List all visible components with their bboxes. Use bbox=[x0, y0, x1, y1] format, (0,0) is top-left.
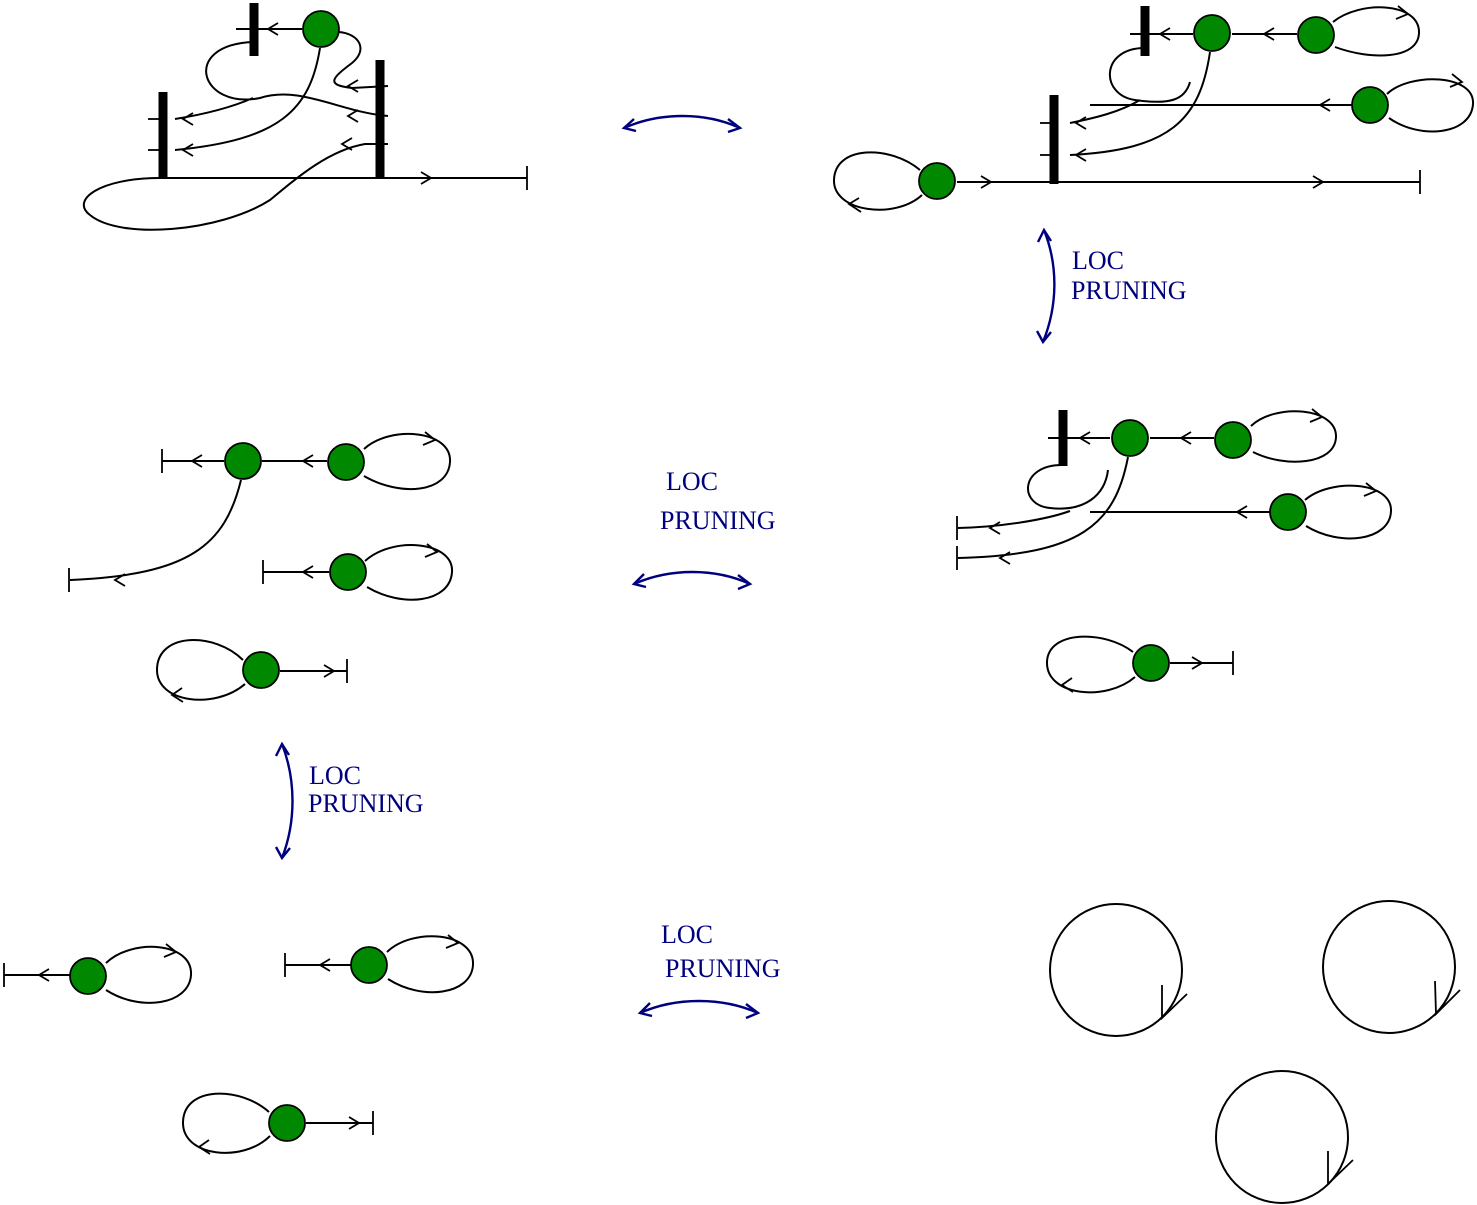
relation-arrow-4: LOC PRUNING bbox=[274, 741, 424, 861]
vertex-node bbox=[1269, 493, 1307, 531]
panel-1 bbox=[83, 3, 528, 231]
panel-5 bbox=[3, 934, 475, 1155]
panel-2 bbox=[832, 5, 1475, 213]
vertex-node bbox=[350, 946, 388, 984]
vertex-node bbox=[268, 1104, 306, 1142]
panel-4 bbox=[68, 431, 454, 703]
relation-label-line2: PRUNING bbox=[1071, 276, 1187, 305]
loop-circle bbox=[1049, 903, 1183, 1037]
vertex-node bbox=[69, 957, 107, 995]
relation-label-line2: PRUNING bbox=[665, 954, 781, 983]
vertex-node bbox=[302, 10, 340, 48]
vertex-node bbox=[918, 162, 956, 200]
vertex-node bbox=[1351, 86, 1389, 124]
loop-circle bbox=[1215, 1070, 1349, 1204]
vertex-node bbox=[1214, 421, 1252, 459]
vertex-node bbox=[224, 442, 262, 480]
relation-arrow-5: LOC PRUNING bbox=[637, 920, 781, 1020]
vertex-node bbox=[329, 553, 367, 591]
relation-label-line2: PRUNING bbox=[308, 789, 424, 818]
relation-label-line1: LOC bbox=[666, 467, 718, 496]
relation-label-line1: LOC bbox=[1072, 246, 1124, 275]
relation-arrow-2: LOC PRUNING bbox=[1035, 227, 1187, 345]
relation-label-line1: LOC bbox=[661, 920, 713, 949]
panel-6 bbox=[1049, 900, 1461, 1204]
relation-arrow-3: LOC PRUNING bbox=[631, 467, 776, 591]
panel-3 bbox=[956, 408, 1393, 694]
vertex-node bbox=[327, 443, 365, 481]
relation-label-line1: LOC bbox=[309, 761, 361, 790]
vertex-node bbox=[1111, 419, 1149, 457]
vertex-node bbox=[1132, 644, 1170, 682]
relation-arrow-1 bbox=[621, 114, 743, 134]
loop-circle bbox=[1322, 900, 1456, 1034]
vertex-node bbox=[242, 651, 280, 689]
vertex-node bbox=[1297, 16, 1335, 54]
relation-label-line2: PRUNING bbox=[660, 506, 776, 535]
vertex-node bbox=[1193, 14, 1231, 52]
